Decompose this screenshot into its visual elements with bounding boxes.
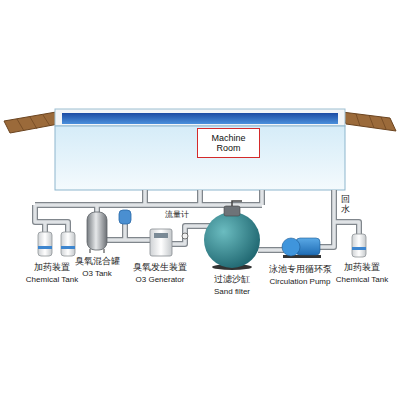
machine-room-box: Machine Room — [197, 128, 260, 158]
circulation-pump — [282, 238, 321, 258]
o3-tank-label: 臭氧混合罐 — [75, 256, 120, 266]
chemical-tank-label: Chemical Tank — [336, 275, 388, 284]
o3-generator — [150, 229, 172, 256]
pool-body — [55, 126, 345, 190]
o3-generator-label: O3 Generator — [136, 275, 185, 284]
chemical-tank-label: 加药装置 — [34, 262, 70, 272]
return-water-label: 回水 — [341, 195, 350, 215]
sand-filter-label: Sand filter — [214, 287, 250, 296]
chemical-tank-label: Chemical Tank — [26, 275, 78, 284]
flow-meter — [182, 233, 188, 239]
sand-filter-label: 过滤沙缸 — [214, 274, 250, 284]
pump-label: Circulation Pump — [270, 277, 331, 286]
chemical-tank — [38, 232, 75, 256]
pump-label: 泳池专用循环泵 — [269, 264, 332, 274]
flow-meter-label: 流量计 — [165, 210, 189, 219]
expansion-tank — [119, 210, 131, 224]
wood-deck — [342, 112, 396, 131]
chemical-tank-label: 加药装置 — [344, 262, 380, 272]
sand-filter — [204, 201, 260, 270]
o3-tank-label: O3 Tank — [82, 269, 112, 278]
o3-tank — [87, 212, 107, 253]
o3-generator-label: 臭氧发生装置 — [133, 262, 187, 272]
chemical-tank — [352, 234, 366, 257]
pool-water — [62, 113, 338, 124]
pool-rim — [55, 109, 345, 126]
node-label: Machine Room — [205, 133, 253, 154]
